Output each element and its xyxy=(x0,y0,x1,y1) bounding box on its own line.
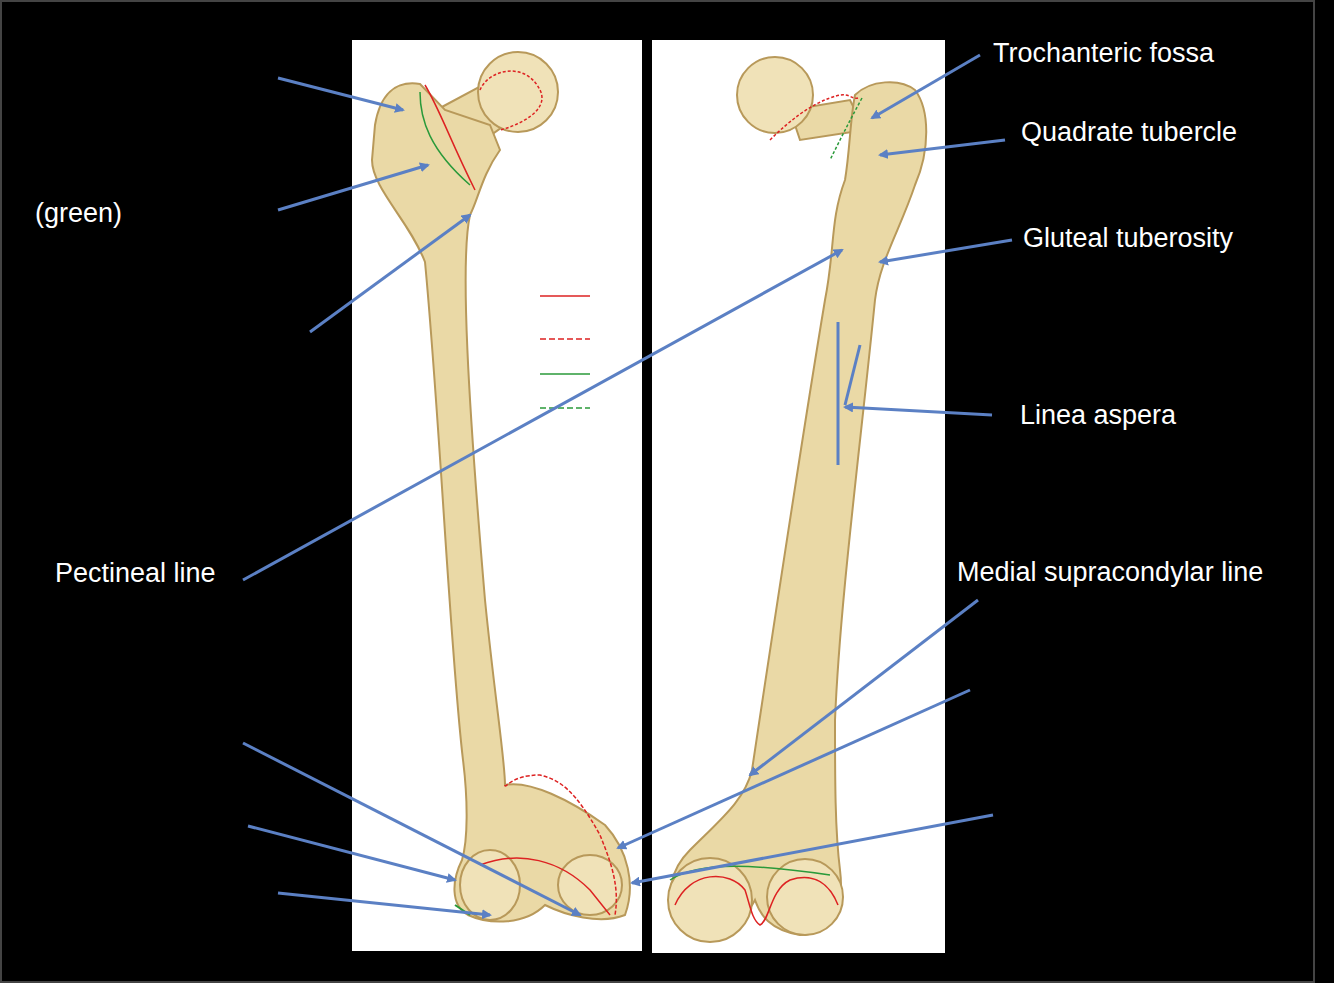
panel xyxy=(652,40,945,953)
part-label: (green) xyxy=(35,197,122,229)
part-label: Quadrate tubercle xyxy=(1021,116,1237,148)
part-label: Medial supracondylar line xyxy=(957,556,1263,588)
part-label: Pectineal line xyxy=(55,557,216,589)
part-label: Trochanteric fossa xyxy=(993,37,1214,69)
part-label: Linea aspera xyxy=(1020,399,1176,431)
part-label: Gluteal tuberosity xyxy=(1023,222,1233,254)
leader-lines xyxy=(243,55,1012,915)
